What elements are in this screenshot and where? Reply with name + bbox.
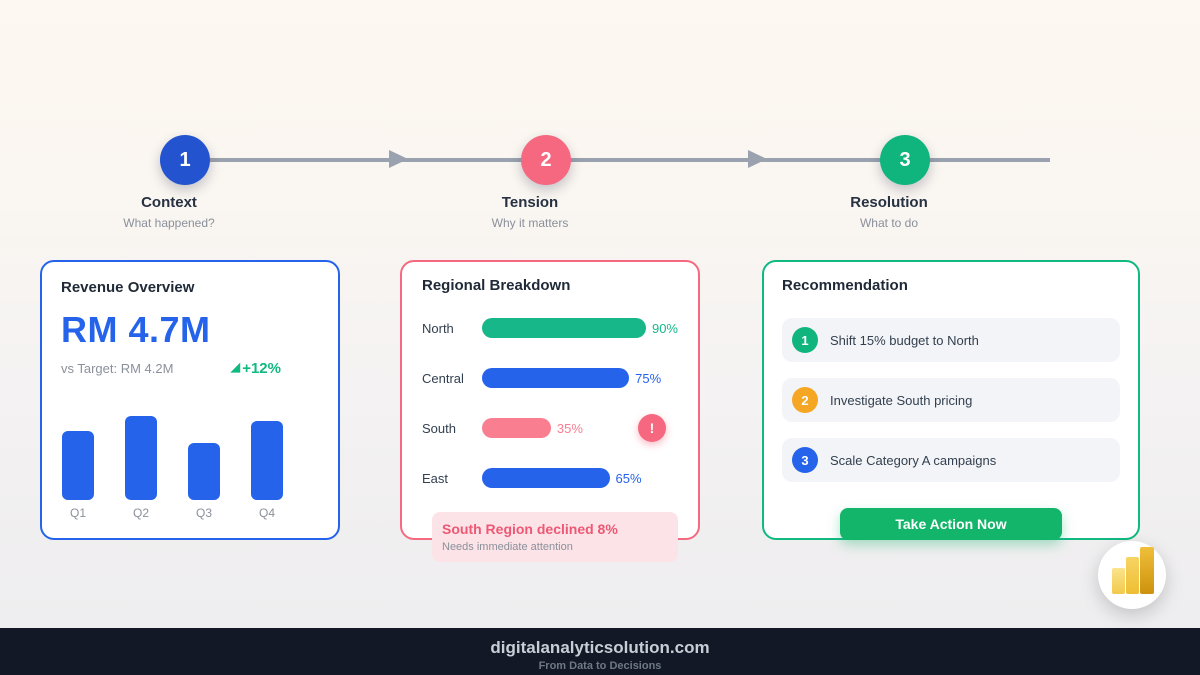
region-row-north: North 90% [422, 318, 678, 338]
item-text: Investigate South pricing [830, 392, 973, 408]
step-label-resolution: Resolution What to do [779, 194, 999, 230]
callout-title: South Region declined 8% [442, 521, 618, 537]
region-row-east: East 65% [422, 468, 678, 488]
take-action-button[interactable]: Take Action Now [840, 508, 1062, 540]
axis-tick: Q3 [195, 506, 212, 520]
trend-up-icon: ◢ [230, 359, 241, 374]
region-label: East [422, 470, 449, 486]
arrow-right-icon [389, 150, 408, 168]
footer-bar: digitalanalyticsolution.com From Data to… [0, 628, 1200, 675]
step-circle-tension: 2 [521, 135, 571, 185]
region-bar [482, 368, 630, 388]
item-number-badge: 1 [792, 327, 818, 353]
footer-domain: digitalanalyticsolution.com [490, 638, 710, 657]
card-title: Regional Breakdown [422, 277, 571, 294]
axis-tick: Q4 [258, 506, 275, 520]
logo-bar-medium [1126, 557, 1139, 594]
quarterly-bar-chart [61, 416, 319, 500]
step-circle-context: 1 [160, 135, 210, 185]
logo-bar-tall [1140, 547, 1154, 594]
region-value: 65% [615, 470, 642, 486]
x-axis-labels: Q1 Q2 Q3 Q4 [61, 506, 319, 520]
timeline-connector-line [210, 158, 1050, 162]
arrow-right-icon [748, 150, 767, 168]
bar-track: 75% [482, 368, 678, 388]
item-number-badge: 3 [792, 447, 818, 473]
region-label: Central [422, 370, 464, 386]
step-circle-resolution: 3 [880, 135, 930, 185]
logo-bar-short [1112, 568, 1125, 594]
bar-track: 90% [482, 318, 678, 338]
step-title: Context [141, 194, 197, 211]
axis-tick: Q2 [132, 506, 149, 520]
bar-track: 65% [482, 468, 678, 488]
step-subtitle: What happened? [123, 216, 215, 230]
recommendation-card: Recommendation 1 Shift 15% budget to Nor… [762, 260, 1140, 540]
step-subtitle: Why it matters [491, 216, 569, 230]
axis-tick: Q1 [69, 506, 86, 520]
step-subtitle: What to do [859, 216, 919, 230]
region-value: 35% [556, 420, 583, 436]
region-bar [482, 468, 610, 488]
step-label-context: Context What happened? [59, 194, 279, 230]
power-bi-logo [1098, 541, 1166, 609]
region-label: North [422, 320, 454, 336]
step-label-tension: Tension Why it matters [420, 194, 640, 230]
south-decline-callout: South Region declined 8% Needs immediate… [432, 512, 678, 562]
step-title: Tension [501, 194, 559, 211]
bar-track: 35% [482, 418, 678, 438]
recommendation-item-3: 3 Scale Category A campaigns [782, 438, 1120, 482]
region-label: South [422, 420, 456, 436]
bar-q1 [62, 431, 94, 500]
bar-q4 [251, 421, 283, 500]
revenue-overview-card: Revenue Overview RM 4.7M vs Target: RM 4… [40, 260, 340, 540]
target-label: vs Target: RM 4.2M [61, 361, 174, 376]
bar-q2 [125, 416, 157, 500]
recommendation-item-1: 1 Shift 15% budget to North [782, 318, 1120, 362]
delta-value: +12% [242, 360, 281, 377]
callout-subtitle: Needs immediate attention [442, 541, 573, 553]
kpi-value: RM 4.7M [61, 309, 211, 350]
alert-icon: ! [638, 414, 666, 442]
region-bar [482, 418, 551, 438]
delta-badge: ◢ +12% [230, 360, 281, 377]
item-text: Shift 15% budget to North [830, 332, 979, 348]
region-bar [482, 318, 646, 338]
region-row-central: Central 75% [422, 368, 678, 388]
card-title: Revenue Overview [61, 279, 195, 296]
item-number-badge: 2 [792, 387, 818, 413]
card-title: Recommendation [782, 277, 908, 294]
region-row-south: South 35% ! [422, 414, 678, 442]
step-title: Resolution [850, 194, 928, 211]
regional-breakdown-card: Regional Breakdown North 90% Central 75%… [400, 260, 700, 562]
footer-tagline: From Data to Decisions [538, 660, 662, 672]
region-value: 90% [651, 320, 678, 336]
item-text: Scale Category A campaigns [830, 452, 997, 468]
recommendation-item-2: 2 Investigate South pricing [782, 378, 1120, 422]
bar-q3 [188, 442, 220, 500]
region-value: 75% [635, 370, 662, 386]
